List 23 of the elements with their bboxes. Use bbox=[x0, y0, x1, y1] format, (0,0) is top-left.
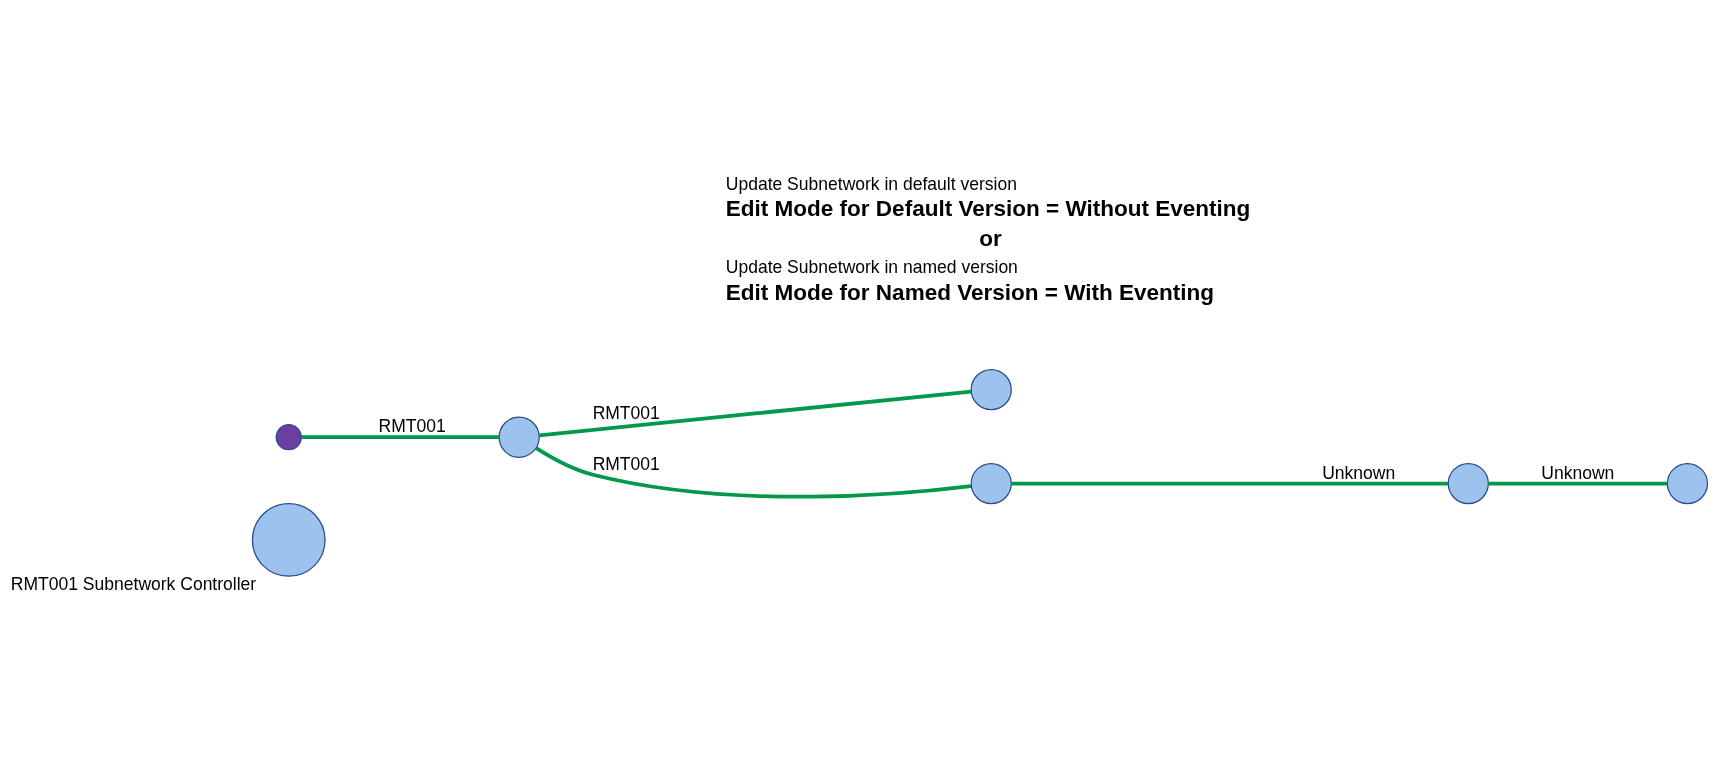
node-circle bbox=[1447, 462, 1489, 504]
connector bbox=[539, 389, 972, 437]
connector bbox=[1011, 481, 1449, 485]
node-circle bbox=[498, 416, 540, 458]
node-label: RMT001 Subnetwork Controller bbox=[10, 573, 257, 594]
node-circle bbox=[970, 368, 1012, 410]
label: Update Subnetwork in default version bbox=[725, 173, 1017, 194]
connector bbox=[535, 446, 972, 499]
node-circle bbox=[1666, 462, 1709, 504]
connector bbox=[301, 434, 499, 439]
label: Edit Mode for Named Version = With Eventing bbox=[725, 279, 1215, 305]
label: or bbox=[979, 225, 1002, 251]
edge-label: Unknown bbox=[1541, 462, 1615, 483]
node-circle bbox=[275, 423, 302, 450]
node-circle bbox=[251, 502, 326, 577]
label: Edit Mode for Default Version = Without Eventing bbox=[725, 195, 1251, 221]
connector bbox=[1488, 481, 1668, 485]
edge-label: RMT001 bbox=[378, 415, 446, 436]
edge-label: RMT001 bbox=[592, 453, 660, 474]
edge-label: Unknown bbox=[1322, 462, 1396, 483]
edge-label: RMT001 bbox=[592, 402, 660, 423]
label: Update Subnetwork in named version bbox=[725, 256, 1018, 277]
node-circle bbox=[970, 462, 1012, 504]
